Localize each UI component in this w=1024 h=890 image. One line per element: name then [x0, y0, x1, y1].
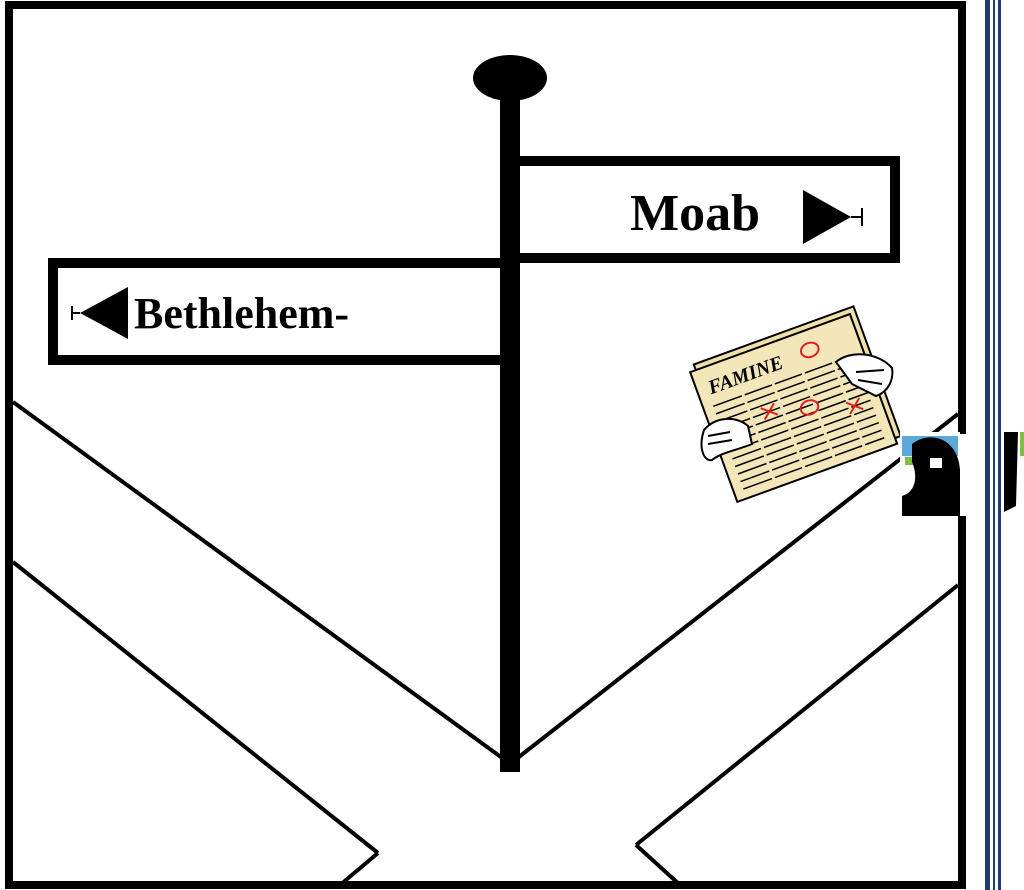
page-border: [985, 0, 1001, 890]
sign-bethlehem-label: Bethlehem-: [134, 289, 349, 338]
road-lines: [13, 402, 958, 885]
newspaper-icon: FAMINE: [688, 306, 903, 502]
sign-moab-label: Moab: [630, 185, 760, 242]
partial-figure: [900, 432, 1024, 516]
sign-moab: Moab: [515, 161, 895, 258]
sign-bethlehem: Bethlehem-: [53, 263, 505, 360]
